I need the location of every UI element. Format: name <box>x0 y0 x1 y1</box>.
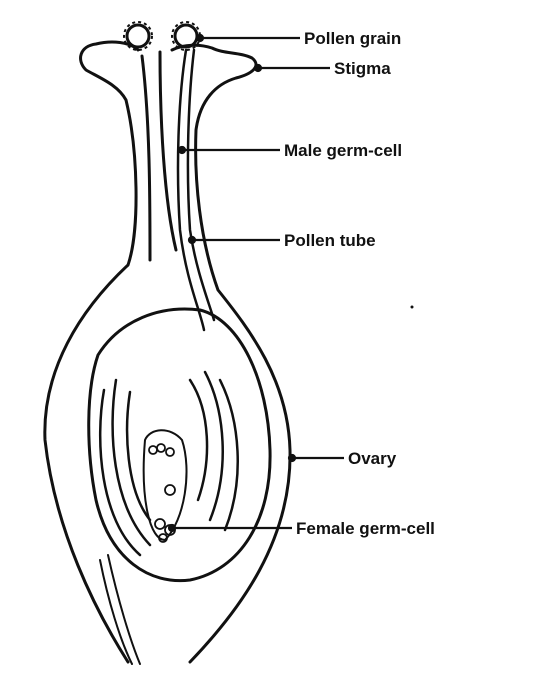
style-inner-left <box>140 54 152 262</box>
ovule-layer-4 <box>218 378 239 532</box>
speck <box>410 305 414 309</box>
label-pollen-tube: Pollen tube <box>284 231 376 250</box>
label-ovary: Ovary <box>348 449 397 468</box>
pollen-grain-left <box>123 21 153 51</box>
pollen-tube-outer <box>176 48 206 332</box>
ovule-layer-3 <box>125 390 152 522</box>
ovule-layer-6 <box>188 378 209 502</box>
funicle-right <box>107 554 141 665</box>
style-inner-mid <box>158 50 178 252</box>
funicle-left <box>99 559 133 665</box>
embryo-sac <box>142 429 188 541</box>
label-pollen-grain: Pollen grain <box>304 29 401 48</box>
label-stigma: Stigma <box>334 59 391 78</box>
ovule-layer-1 <box>98 388 142 557</box>
pistil-outline <box>43 40 292 664</box>
pollen-tube-inner <box>186 48 216 322</box>
label-female-germ-cell: Female germ-cell <box>296 519 435 538</box>
ovary-cavity <box>87 307 272 583</box>
ovule-layer-5 <box>203 370 224 522</box>
label-male-germ-cell: Male germ-cell <box>284 141 402 160</box>
embryo-sac-nuclei <box>148 443 176 543</box>
ovule-layer-2 <box>111 378 152 547</box>
